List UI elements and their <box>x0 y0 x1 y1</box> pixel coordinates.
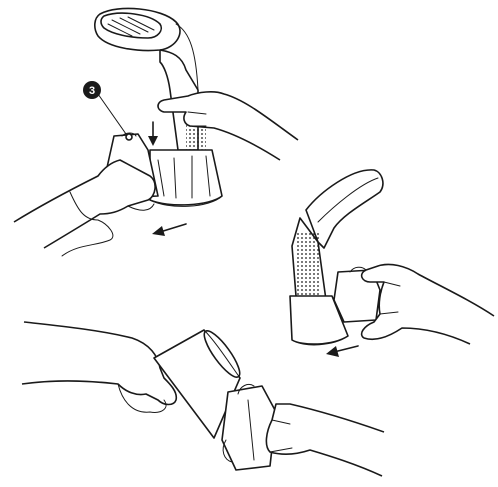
panel-reinsert-tank <box>290 170 494 357</box>
step-leader-line <box>98 94 126 134</box>
water-tank-3 <box>222 384 276 470</box>
step-number: 3 <box>89 85 95 97</box>
steamer-head <box>95 8 198 150</box>
steamer-base <box>150 150 222 206</box>
handle-grip-texture-2 <box>296 232 320 302</box>
hand-holding-cup <box>22 322 176 405</box>
arrow-pull-left <box>152 224 186 236</box>
hand-holding-tank <box>266 404 384 476</box>
panel-detach-tank: 3 <box>14 8 298 256</box>
left-hand-lower <box>14 160 155 248</box>
arrow-push-left <box>326 346 358 357</box>
arrow-down <box>148 122 158 146</box>
hand-pushing <box>362 264 494 344</box>
panel-fill-tank <box>22 322 384 476</box>
